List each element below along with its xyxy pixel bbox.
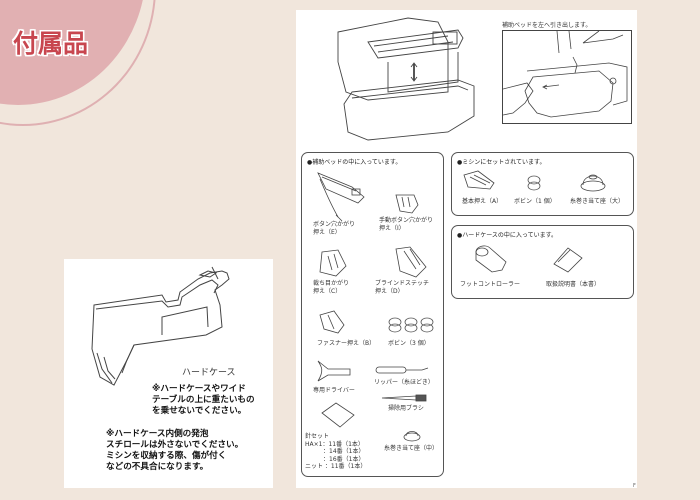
box-hard-case-contents: ●ハードケースの中に入っています。 フットコントローラー 取扱説明書（本書） — [451, 225, 634, 299]
needle-set-icon — [320, 401, 356, 429]
item-label: 専用ドライバー — [313, 387, 355, 394]
item-label: フットコントローラー — [460, 281, 521, 288]
item-label: 糸巻き当て座（中） — [384, 445, 439, 452]
screwdriver-icon — [316, 359, 352, 383]
item-label: 糸巻き当て座（大） — [570, 198, 625, 205]
blind-stitch-foot-icon — [390, 245, 430, 279]
item-label: 取扱説明書（本書） — [546, 281, 601, 288]
box-title: ●ハードケースの中に入っています。 — [457, 232, 558, 239]
manual-buttonhole-foot-icon — [392, 191, 422, 215]
overcast-foot-icon — [316, 248, 350, 278]
item-label: ファスナー押え（B） — [317, 340, 376, 347]
standard-foot-icon — [462, 169, 496, 193]
zipper-foot-icon — [316, 309, 348, 335]
item-label: 針セット HA×1：11番（1本） ：14番（1本） ：16番（1本） ニット … — [305, 433, 367, 471]
box-title: ●補助ベッドの中に入っています。 — [307, 159, 402, 166]
box-title: ●ミシンにセットされています。 — [457, 159, 546, 166]
page-marker: F — [633, 483, 636, 489]
pull-out-bed-illustration — [502, 30, 632, 124]
bobbin-icon — [526, 175, 542, 191]
foot-controller-icon — [472, 244, 508, 274]
buttonhole-foot-icon — [312, 167, 372, 223]
hard-case-note-foam: ※ハードケース内側の発泡 スチロールは外さないでください。 ミシンを収納する際、… — [106, 429, 244, 472]
box-accessory-bed-contents: ●補助ベッドの中に入っています。 ボタン穴かがり 押え（E） 手動ボタン穴かがり… — [301, 152, 444, 477]
item-label: 掃除用ブラシ — [388, 405, 424, 412]
manual-page: 補助ベッドを左へ引き出します。 ●補助ベッドの中に入っています。 ボタン穴かがり… — [296, 10, 637, 489]
cleaning-brush-icon — [380, 393, 430, 403]
item-label: ボタン穴かがり 押え（E） — [313, 221, 356, 236]
accessory-bed-open-illustration — [308, 12, 488, 142]
spool-cap-large-icon — [580, 171, 606, 193]
item-label: リッパー（糸ほどき） — [374, 379, 434, 386]
hard-case-illustration — [82, 265, 272, 395]
seam-ripper-icon — [374, 365, 430, 375]
spool-cap-medium-icon — [402, 428, 422, 442]
item-label: 基本押え（A） — [462, 198, 503, 205]
instruction-manual-icon — [552, 246, 584, 274]
box-set-on-machine: ●ミシンにセットされています。 基本押え（A） ボビン（1 個） 糸巻き当て座（… — [451, 152, 634, 216]
item-label: 手動ボタン穴かがり 押え（I） — [379, 217, 434, 232]
page-title: 付属品 — [13, 29, 89, 58]
bobbins-icon — [387, 315, 437, 335]
hard-case-card: ハードケース ※ハードケースやワイド テーブルの上に重たいもの を乗せないでくだ… — [64, 259, 273, 488]
hard-case-label: ハードケース — [182, 368, 236, 378]
item-label: ブラインドステッチ 押え（D） — [375, 280, 430, 295]
item-label: 裁ち目かがり 押え（C） — [313, 280, 350, 295]
item-label: ボビン（1 個） — [514, 198, 556, 205]
pull-out-caption: 補助ベッドを左へ引き出します。 — [502, 22, 592, 29]
item-label: ボビン（3 個） — [388, 340, 430, 347]
hard-case-note-weight: ※ハードケースやワイド テーブルの上に重たいもの を乗せないでください。 — [152, 384, 255, 416]
